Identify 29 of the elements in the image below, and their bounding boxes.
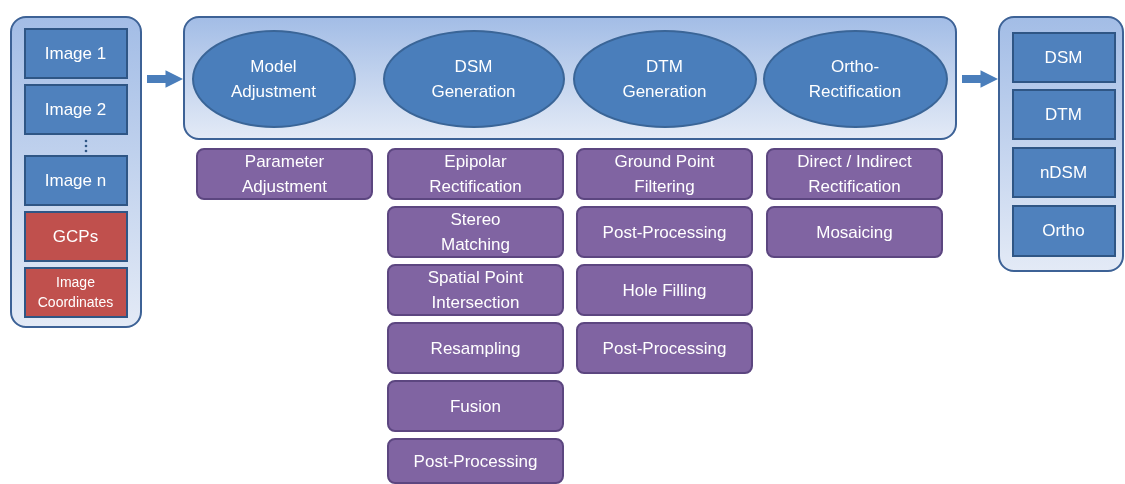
data-box: nDSM [1011, 146, 1116, 198]
step-box: Post-Processing [576, 322, 753, 374]
group-panel [10, 16, 142, 328]
input-box: Image Coordinates [23, 266, 128, 318]
data-box: Ortho [1011, 204, 1116, 257]
data-box: DTM [1011, 88, 1116, 140]
step-box: Stereo Matching [387, 206, 564, 258]
step-box: Ground Point Filtering [576, 148, 753, 200]
step-box: Parameter Adjustment [196, 148, 373, 200]
step-box: Post-Processing [576, 206, 753, 258]
process-ellipse: DTM Generation [572, 29, 757, 128]
step-box: Post-Processing [387, 438, 564, 484]
input-box: GCPs [23, 210, 128, 262]
group-panel [183, 16, 957, 140]
group-panel [998, 16, 1124, 272]
data-box: DSM [1011, 31, 1116, 83]
step-box: Resampling [387, 322, 564, 374]
process-ellipse: Ortho-Rectification [762, 29, 948, 128]
data-box: Image 2 [23, 83, 128, 135]
step-box: Mosaicing [766, 206, 943, 258]
step-box: Direct / Indirect Rectification [766, 148, 943, 200]
step-box: Epipolar Rectification [387, 148, 564, 200]
step-box: Hole Filling [576, 264, 753, 316]
step-box: Fusion [387, 380, 564, 432]
process-ellipse: DSM Generation [382, 29, 565, 128]
data-box: Image n [23, 154, 128, 206]
step-box: Spatial Point Intersection [387, 264, 564, 316]
data-box: Image 1 [23, 27, 128, 79]
process-ellipse: Model Adjustment [191, 29, 356, 128]
